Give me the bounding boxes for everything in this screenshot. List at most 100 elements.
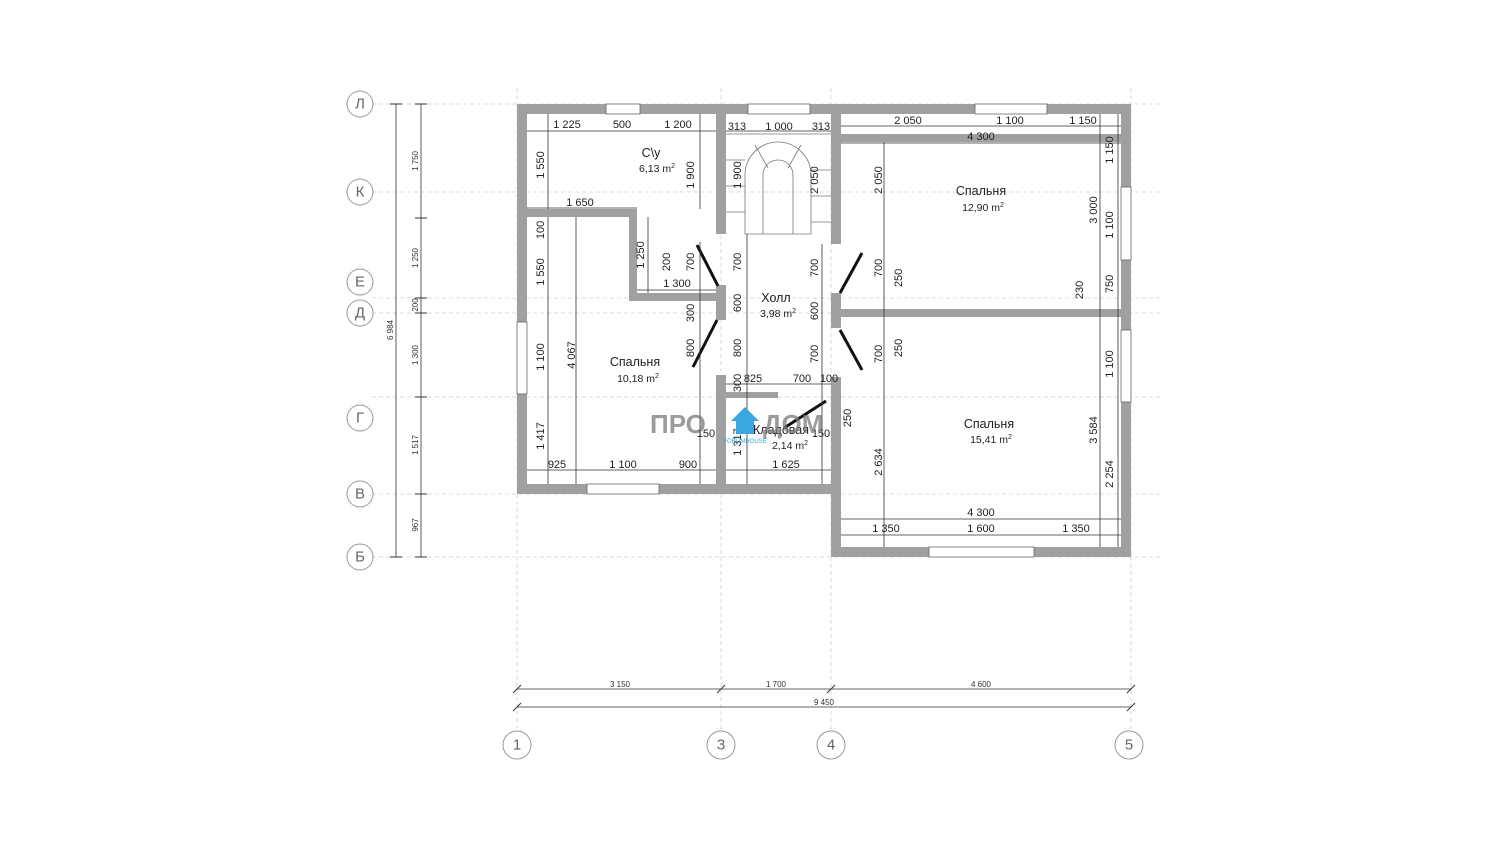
dimension-label: 750 bbox=[1104, 275, 1116, 293]
dimension-label: 313 bbox=[812, 121, 830, 133]
dimension-label: Спальня bbox=[610, 355, 660, 369]
dimension-label: 1 100 bbox=[535, 343, 547, 371]
dim-text: 1 750 bbox=[411, 150, 420, 171]
room-bedroom-1: Спальня 12,90 m2 bbox=[956, 184, 1006, 214]
dimension-label: 150 bbox=[812, 428, 830, 440]
dimension-label: 925 bbox=[548, 459, 566, 471]
dimension-label: 150 bbox=[697, 428, 715, 440]
doors bbox=[691, 244, 864, 430]
dimension-label: 250 bbox=[893, 269, 905, 287]
room-hall: Холл 3,98 m2 bbox=[760, 291, 796, 320]
axis-label: Л bbox=[355, 96, 365, 113]
dim-text: 967 bbox=[411, 518, 420, 532]
outer-dimension-lines bbox=[390, 103, 1136, 712]
dimension-label: Кладовая bbox=[753, 423, 809, 437]
dimension-label: 1 350 bbox=[1062, 523, 1090, 535]
room-bedroom-3: Спальня 15,41 m2 bbox=[964, 417, 1014, 446]
dim-text: 3 150 bbox=[610, 680, 631, 689]
dimension-label: 15,41 m2 bbox=[970, 434, 1012, 446]
dimension-label: 300 bbox=[732, 374, 744, 392]
room-storage: Кладовая 2,14 m2 bbox=[753, 423, 809, 452]
dimension-label: 4 067 bbox=[566, 341, 578, 369]
dimension-label: 12,90 m2 bbox=[962, 202, 1004, 214]
dimension-label: 825 bbox=[744, 373, 762, 385]
axis-label: 1 bbox=[513, 737, 521, 754]
dimension-label: 1 000 bbox=[765, 121, 793, 133]
dim-text: 200 bbox=[411, 298, 420, 312]
dimension-label: 4 300 bbox=[967, 507, 995, 519]
dim-text: 1 517 bbox=[411, 434, 420, 455]
window bbox=[1120, 186, 1132, 261]
dimension-label: 2 050 bbox=[809, 166, 821, 194]
dimension-label: 3,98 m2 bbox=[760, 308, 796, 320]
dimension-label: 300 bbox=[685, 304, 697, 322]
dim-text: 1 300 bbox=[411, 344, 420, 365]
dim-text: 9 450 bbox=[814, 698, 835, 707]
dimension-label: 1 317 bbox=[732, 428, 744, 456]
dimension-label: 1 150 bbox=[1069, 115, 1097, 127]
dimension-label: 700 bbox=[809, 345, 821, 363]
dimension-label: 1 550 bbox=[535, 258, 547, 286]
dimension-label: 700 bbox=[685, 253, 697, 271]
dimension-label: ДОМ bbox=[763, 409, 823, 439]
window bbox=[605, 103, 641, 115]
dimension-label: 230 bbox=[1074, 281, 1086, 299]
dimension-label: 800 bbox=[732, 339, 744, 357]
axis-label: 4 bbox=[827, 737, 835, 754]
outer-dimension-texts: 3 150 1 700 4 600 9 450 6 984 1 750 1 25… bbox=[386, 150, 992, 707]
window bbox=[928, 546, 1035, 558]
window bbox=[516, 321, 528, 395]
dimension-label: 1 100 bbox=[609, 459, 637, 471]
dimension-label: 600 bbox=[809, 302, 821, 320]
inner-dimension-texts-vertical: 1 550 1 900 1 900 2 050 2 050 1 150 3 00… bbox=[535, 136, 1116, 488]
axis-label: Г bbox=[356, 410, 364, 427]
dimension-label: 2 254 bbox=[1104, 460, 1116, 488]
dimension-label: 2 050 bbox=[894, 115, 922, 127]
dimension-label: 1 250 bbox=[635, 241, 647, 269]
dimension-label: 1 100 bbox=[996, 115, 1024, 127]
dimension-label: 4 300 bbox=[967, 131, 995, 143]
room-labels: С\у 6,13 m2 Спальня 12,90 m2 Холл 3,98 m… bbox=[610, 146, 1014, 452]
dimension-label: 2 050 bbox=[873, 166, 885, 194]
dimension-label: 1 600 bbox=[967, 523, 995, 535]
dimension-label: 1 225 bbox=[553, 119, 581, 131]
dimension-label: 700 bbox=[809, 259, 821, 277]
room-bathroom: С\у 6,13 m2 bbox=[639, 146, 675, 175]
dimension-label: 100 bbox=[820, 373, 838, 385]
axis-label: К bbox=[356, 184, 365, 201]
dimension-label: 1 350 bbox=[872, 523, 900, 535]
window bbox=[1120, 329, 1132, 403]
dimension-label: Холл bbox=[761, 291, 790, 305]
dimension-label: 1 625 bbox=[772, 459, 800, 471]
dimension-label: 900 bbox=[679, 459, 697, 471]
dimension-label: 3 584 bbox=[1088, 416, 1100, 444]
dimension-label: 800 bbox=[685, 339, 697, 357]
dimension-label: 200 bbox=[661, 253, 673, 271]
axis-label: В bbox=[355, 486, 365, 503]
dimension-label: 1 100 bbox=[1104, 211, 1116, 239]
windows bbox=[516, 103, 1132, 558]
dimension-label: 2 634 bbox=[873, 448, 885, 476]
dimension-label: 100 bbox=[535, 221, 547, 239]
dimension-label: 10,18 m2 bbox=[617, 373, 659, 385]
dimension-label: 1 900 bbox=[685, 161, 697, 189]
dimension-label: FORUMHOUSE bbox=[723, 439, 766, 445]
window bbox=[747, 103, 811, 115]
dimension-label: 1 300 bbox=[663, 278, 691, 290]
dimension-label: 700 bbox=[793, 373, 811, 385]
dimension-label: 1 200 bbox=[664, 119, 692, 131]
dimension-label: С\у bbox=[642, 146, 662, 160]
dimension-label: 1 100 bbox=[1104, 350, 1116, 378]
dimension-label: 1 900 bbox=[732, 161, 744, 189]
dim-text: 1 250 bbox=[411, 247, 420, 268]
dimension-label: 1 150 bbox=[1104, 136, 1116, 164]
watermark-logo: ПРО ДОМ FORUMHOUSE bbox=[650, 407, 823, 445]
dimension-label: 2,14 m2 bbox=[772, 440, 808, 452]
dimension-label: 500 bbox=[613, 119, 631, 131]
window bbox=[974, 103, 1048, 115]
axis-label: Е bbox=[355, 274, 365, 291]
axis-bubbles: Л К Е Д Г В Б 1 3 4 5 bbox=[346, 90, 1144, 760]
dimension-label: 600 bbox=[732, 294, 744, 312]
dim-text: 1 700 bbox=[766, 680, 787, 689]
